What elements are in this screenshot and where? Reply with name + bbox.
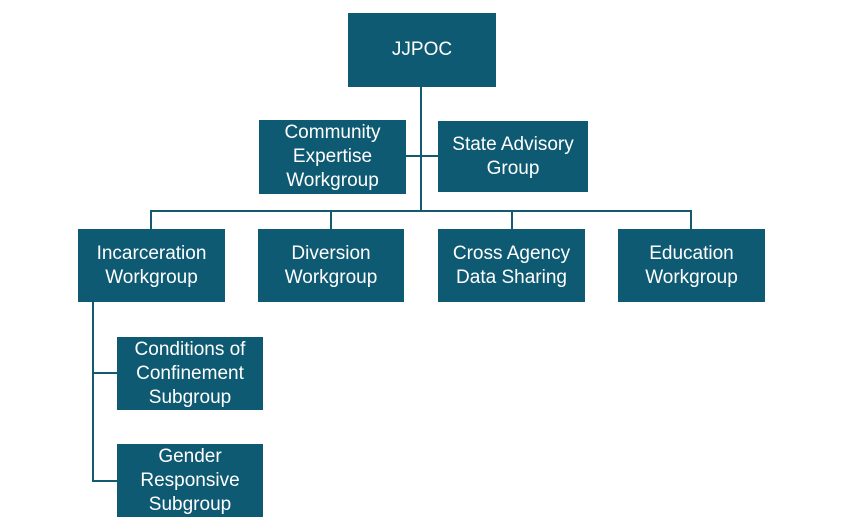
node-community-expertise-label: Community Expertise Workgroup <box>284 122 381 191</box>
connector-main-horizontal <box>150 210 692 212</box>
node-diversion-label: Diversion Workgroup <box>284 242 378 288</box>
connector-drop-incarceration <box>150 210 152 229</box>
connector-stub-conditions <box>92 372 118 374</box>
connector-advisory-horizontal <box>406 155 438 157</box>
connector-drop-diversion <box>330 210 332 229</box>
connector-drop-education <box>690 210 692 229</box>
node-jjpoc: JJPOC <box>348 13 496 87</box>
node-education: Education Workgroup <box>618 229 765 302</box>
node-gender-responsive: Gender Responsive Subgroup <box>117 444 263 517</box>
node-state-advisory-label: State Advisory Group <box>452 133 574 179</box>
connector-trunk-vertical <box>420 87 422 212</box>
node-state-advisory: State Advisory Group <box>438 121 588 192</box>
connector-subgroup-vertical <box>92 302 94 482</box>
connector-stub-gender <box>92 480 118 482</box>
node-diversion: Diversion Workgroup <box>258 229 404 302</box>
node-conditions-of-confinement: Conditions of Confinement Subgroup <box>117 337 263 410</box>
node-community-expertise: Community Expertise Workgroup <box>259 120 406 194</box>
connector-drop-cross-agency <box>511 210 513 229</box>
node-jjpoc-label: JJPOC <box>391 39 453 60</box>
node-gender-responsive-label: Gender Responsive Subgroup <box>140 445 240 515</box>
node-cross-agency-label: Cross Agency Data Sharing <box>452 242 571 288</box>
node-education-label: Education Workgroup <box>645 242 738 288</box>
node-cross-agency: Cross Agency Data Sharing <box>438 229 585 302</box>
node-incarceration: Incarceration Workgroup <box>78 229 225 302</box>
node-conditions-of-confinement-label: Conditions of Confinement Subgroup <box>134 338 246 408</box>
node-incarceration-label: Incarceration Workgroup <box>96 242 207 288</box>
